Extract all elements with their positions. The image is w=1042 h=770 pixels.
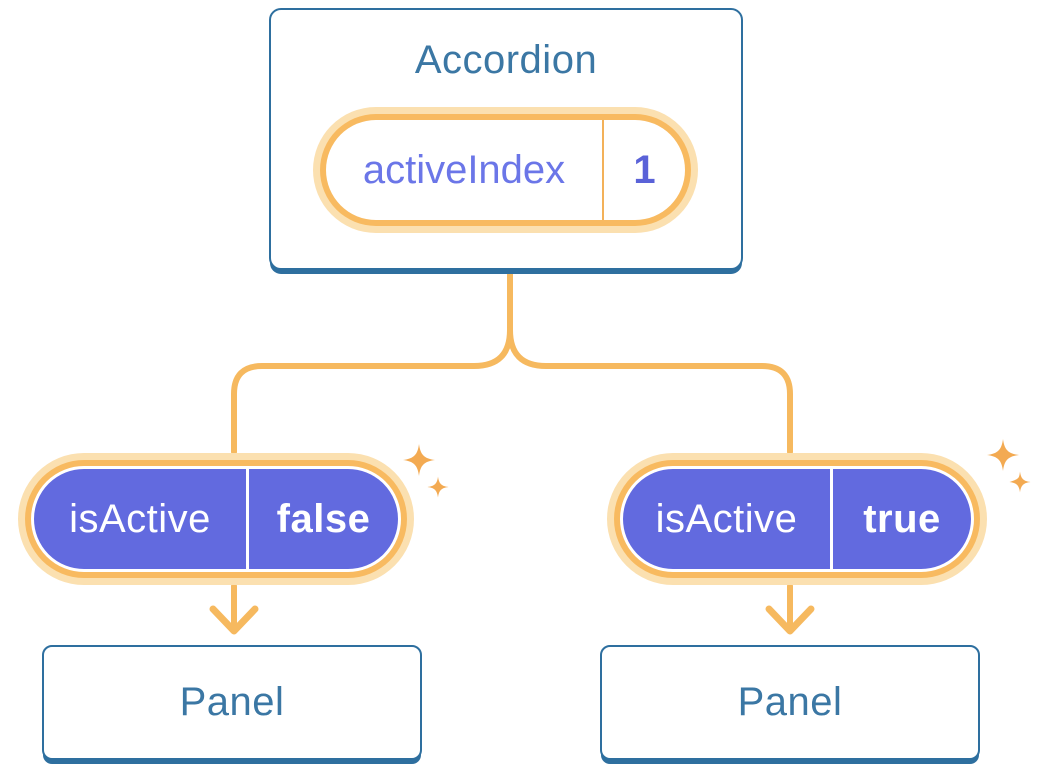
prop-pill-ring: isActive false: [25, 460, 407, 578]
connector-branch-right: [507, 327, 793, 455]
sparkle-icon: [403, 444, 435, 476]
sparkle-icon: [987, 439, 1019, 471]
pill-divider: [830, 469, 833, 569]
panel-title: Panel: [737, 680, 843, 724]
panel-card-left: Panel: [42, 645, 422, 760]
prop-pill-isactive-true: isActive true: [607, 453, 987, 585]
prop-name-label: isActive: [69, 496, 211, 541]
arrowhead-down-icon: [765, 605, 815, 635]
connector-branch-left: [231, 327, 513, 455]
state-name-label: activeIndex: [362, 147, 566, 192]
sparkle-icon: [427, 476, 449, 498]
pill-divider: [246, 469, 249, 569]
pill-divider: [602, 120, 604, 220]
prop-value-label: true: [863, 496, 941, 541]
sparkle-icon: [1009, 471, 1031, 493]
prop-pill-ring: isActive true: [614, 460, 980, 578]
arrowhead-down-icon: [209, 605, 259, 635]
prop-name-label: isActive: [655, 496, 798, 541]
prop-value-label: false: [276, 496, 371, 541]
state-pill-ring: activeIndex 1: [320, 114, 691, 226]
prop-pill-isactive-false: isActive false: [18, 453, 414, 585]
state-pill-activeindex: activeIndex 1: [313, 107, 698, 233]
state-value-label: 1: [633, 147, 656, 192]
panel-card-right: Panel: [600, 645, 980, 760]
accordion-title: Accordion: [414, 38, 598, 82]
panel-title: Panel: [179, 680, 285, 724]
